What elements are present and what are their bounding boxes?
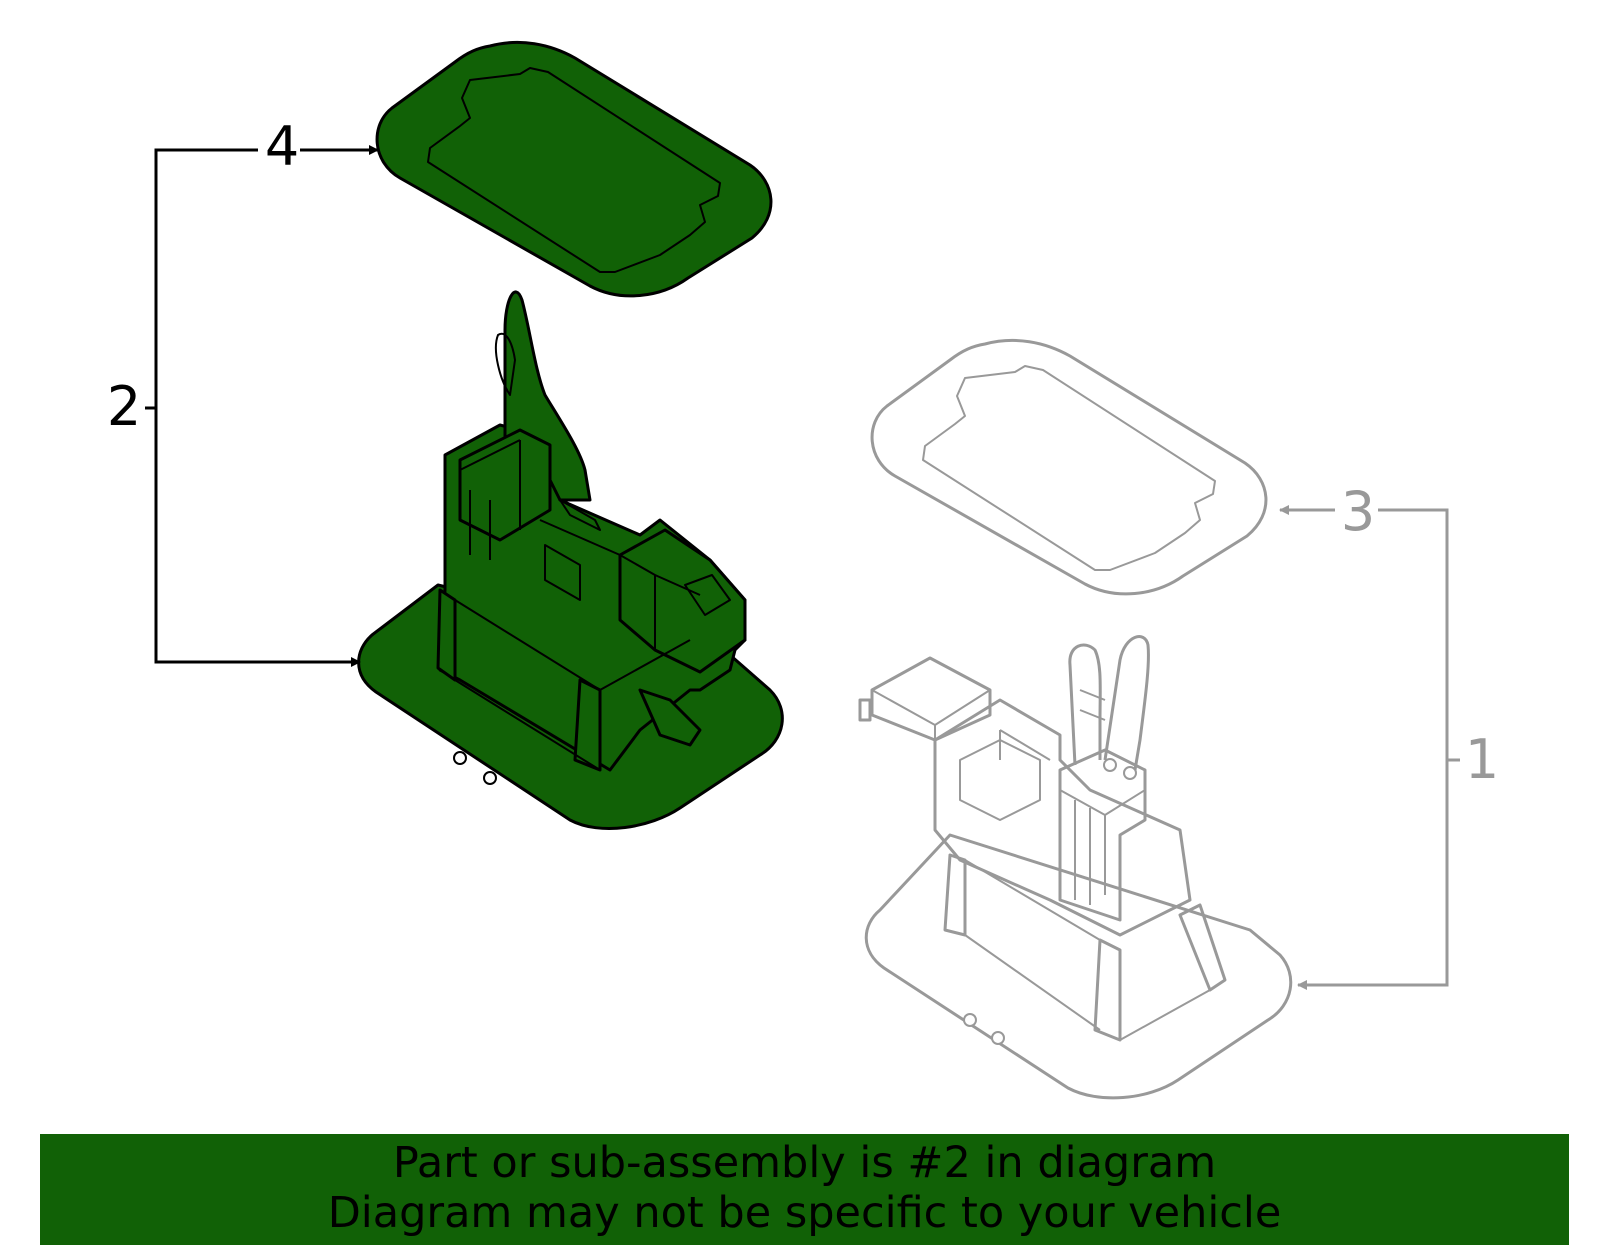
base-plate-reference: [864, 833, 1293, 1100]
banner-line-1: Part or sub-assembly is #2 in diagram: [392, 1138, 1217, 1188]
banner-line-2: Diagram may not be specific to your vehi…: [327, 1188, 1282, 1238]
callout-3: 3: [1341, 480, 1375, 543]
cover-plate-reference: [870, 338, 1268, 596]
info-banner: Part or sub-assembly is #2 in diagram Di…: [40, 1134, 1569, 1245]
callout-1: 1: [1465, 728, 1499, 791]
callout-2: 2: [107, 375, 141, 438]
highlighted-assembly: [357, 40, 784, 831]
reference-assembly: [858, 338, 1293, 1100]
cover-plate-highlighted: [375, 40, 773, 298]
callout-4: 4: [265, 115, 299, 178]
